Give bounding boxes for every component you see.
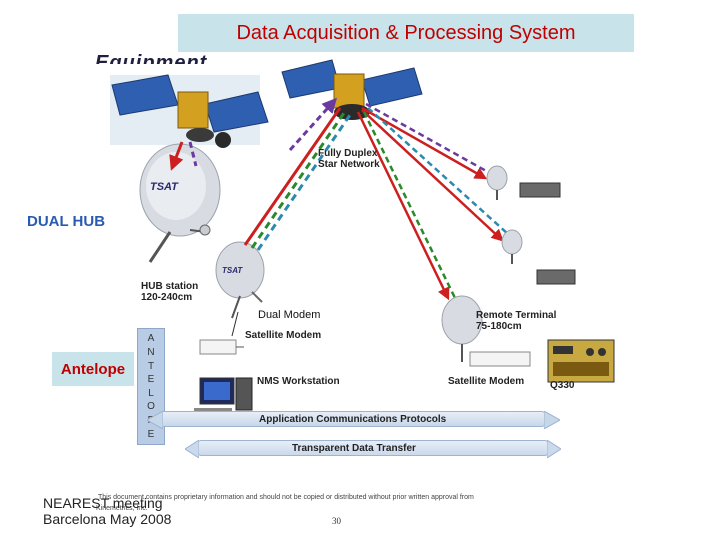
dish-logo-large: TSAT	[150, 181, 179, 193]
remote-device-2-icon	[536, 269, 576, 285]
footer-disclaimer: This document contains proprietary infor…	[98, 494, 474, 501]
downlink-arrow	[169, 141, 184, 171]
dual-modem-label: Dual Modem	[258, 309, 321, 321]
app-protocols-arrow: Application Communications Protocols	[160, 411, 545, 427]
q330-icon	[547, 339, 615, 383]
page-title: Data Acquisition & Processing System	[236, 21, 576, 44]
network-label: Fully Duplex Star Network	[318, 148, 380, 170]
remote-terminal-label: Remote Terminal 75-180cm	[476, 310, 557, 332]
hub-link-purple	[288, 97, 338, 152]
nms-workstation-label: NMS Workstation	[257, 376, 340, 387]
transparent-transfer-arrow: Transparent Data Transfer	[198, 440, 548, 456]
transparent-transfer-label: Transparent Data Transfer	[292, 442, 416, 454]
antelope-box: Antelope	[52, 352, 134, 386]
arrow-left-icon	[147, 411, 163, 429]
hub-link-red	[243, 107, 342, 246]
remote-dish-1-icon	[486, 165, 508, 200]
nms-workstation-icon	[194, 377, 253, 414]
hub-dish-small-icon: TSAT	[215, 241, 265, 319]
q330-label: Q330	[550, 380, 575, 391]
footer-line2: Barcelona May 2008	[43, 511, 172, 527]
hub-station-label: HUB station 120-240cm	[141, 281, 199, 303]
antelope-label: Antelope	[60, 360, 126, 378]
svg-text:TSAT: TSAT	[222, 266, 243, 275]
satellite-right-icon	[281, 59, 423, 120]
uplink-dashed	[188, 141, 198, 167]
dual-hub-label: DUAL HUB	[27, 212, 106, 230]
remote-modem-icon	[469, 351, 531, 367]
footer-meeting: NEAREST meeting Barcelona May 2008	[43, 495, 171, 527]
satellite-left-icon	[110, 74, 269, 148]
footer-line1: NEAREST meeting	[43, 495, 163, 511]
hub-link-blue	[256, 111, 354, 251]
page-number: 30	[332, 516, 341, 526]
dual-hub-box: DUAL HUB	[27, 204, 122, 238]
hub-dish-large-icon: TSAT	[139, 143, 221, 263]
remote-links	[356, 102, 509, 301]
hub-modem-icon	[199, 339, 237, 355]
arrow-right-icon	[544, 411, 560, 429]
app-protocols-label: Application Communications Protocols	[259, 413, 447, 425]
remote-dish-2-icon	[501, 229, 523, 264]
satellite-modem-label: Satellite Modem	[245, 330, 322, 341]
arrow-left-icon-2	[185, 440, 199, 458]
remote-dish-3-icon	[441, 295, 483, 362]
arrow-right-icon-2	[547, 440, 561, 458]
hub-link-green	[250, 109, 348, 249]
remote-device-1-icon	[519, 182, 561, 198]
heading-cover	[95, 64, 285, 76]
footer-company: Kinemetrics, Inc.	[96, 505, 148, 512]
remote-satellite-modem-label: Satellite Modem	[448, 376, 525, 387]
title-box: Data Acquisition & Processing System	[178, 14, 634, 52]
